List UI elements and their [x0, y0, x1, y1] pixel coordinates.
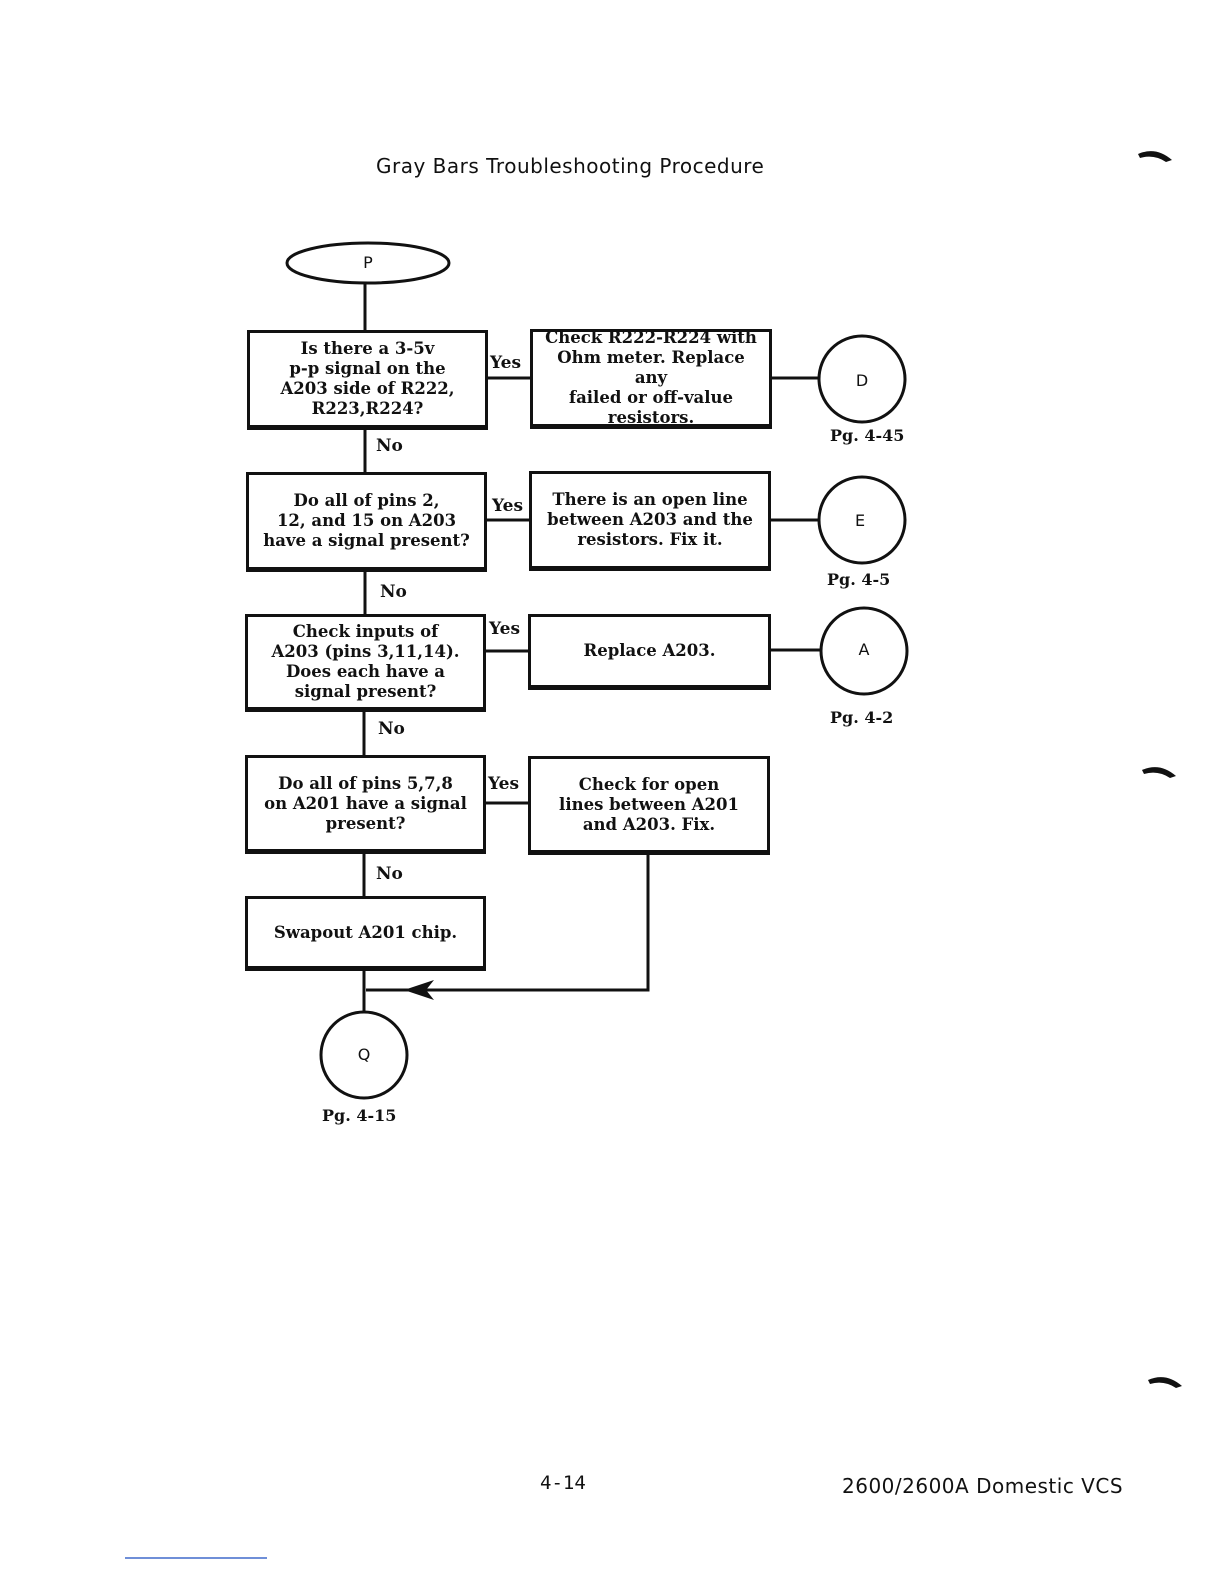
action-text-4: Check for open lines between A201 and A2…: [559, 774, 739, 834]
connector-a-label: A: [858, 640, 870, 659]
page-ref-q: Pg. 4-15: [322, 1106, 397, 1125]
no-label-4: No: [376, 864, 403, 884]
decision-box-2: Do all of pins 2, 12, and 15 on A203 hav…: [246, 472, 487, 572]
yes-label-3: Yes: [489, 619, 521, 639]
decision-box-4: Do all of pins 5,7,8 on A201 have a sign…: [245, 755, 486, 854]
action-text-1: Check R222-R224 with Ohm meter. Replace …: [545, 328, 757, 427]
decision-text-4: Do all of pins 5,7,8 on A201 have a sign…: [264, 773, 467, 833]
scan-mark-bottom: [1148, 1377, 1182, 1388]
page-ref-d: Pg. 4-45: [830, 426, 905, 445]
decision-box-3: Check inputs of A203 (pins 3,11,14). Doe…: [245, 614, 486, 712]
connector-e-label: E: [854, 511, 866, 530]
decision-text-2: Do all of pins 2, 12, and 15 on A203 hav…: [263, 491, 470, 550]
action-text-3: Replace A203.: [583, 641, 716, 660]
connector-e-shape: [817, 475, 907, 565]
connector-d-label: D: [855, 371, 869, 390]
yes-label-1: Yes: [490, 353, 522, 373]
action-box-swapout: Swapout A201 chip.: [245, 896, 486, 971]
decision-text-3: Check inputs of A203 (pins 3,11,14). Doe…: [271, 622, 460, 701]
connector-a-shape: [819, 606, 909, 696]
decision-text-1: Is there a 3-5v p-p signal on the A203 s…: [280, 339, 455, 418]
no-label-3: No: [378, 719, 405, 739]
action-box-3: Replace A203.: [528, 614, 771, 690]
page-title: Gray Bars Troubleshooting Procedure: [376, 154, 765, 178]
page-number: 4-14: [540, 1472, 586, 1494]
action-text-swapout: Swapout A201 chip.: [273, 922, 458, 942]
scan-mark-top: [1138, 151, 1172, 162]
action-box-1: Check R222-R224 with Ohm meter. Replace …: [530, 328, 772, 429]
flow-line-return: [366, 852, 650, 992]
scan-underline: [125, 1557, 267, 1559]
action-box-4: Check for open lines between A201 and A2…: [528, 756, 770, 855]
no-label-1: No: [376, 436, 403, 456]
yes-label-4: Yes: [488, 774, 520, 794]
action-text-2: There is an open line between A203 and t…: [547, 490, 753, 549]
connector-q-label: Q: [357, 1045, 371, 1064]
no-label-2: No: [380, 582, 407, 602]
start-connector-label: P: [363, 253, 373, 272]
connector-d-shape: [817, 334, 907, 424]
decision-box-1: Is there a 3-5v p-p signal on the A203 s…: [247, 330, 488, 430]
start-terminator-shape: [285, 241, 451, 285]
page-ref-e: Pg. 4-5: [827, 570, 891, 589]
scan-mark-middle: [1142, 767, 1176, 778]
arrowhead: [404, 980, 434, 1000]
connector-q-shape: [319, 1010, 409, 1100]
yes-label-2: Yes: [492, 496, 524, 516]
page-ref-a: Pg. 4-2: [830, 708, 894, 727]
action-box-2: There is an open line between A203 and t…: [529, 471, 771, 571]
footer-title: 2600/2600A Domestic VCS: [842, 1474, 1124, 1498]
